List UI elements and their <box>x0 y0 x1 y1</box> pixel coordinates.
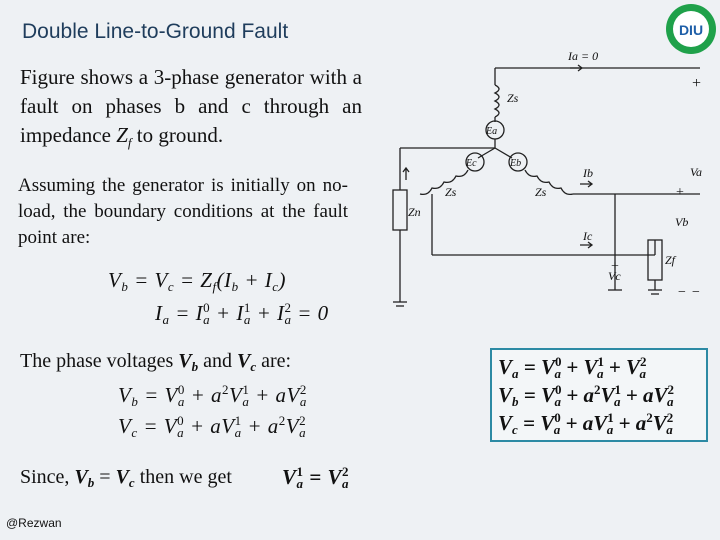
zn-label: Zn <box>408 205 421 219</box>
ib-label: Ib <box>582 166 593 180</box>
zs-c-label: Zs <box>445 185 457 199</box>
plus-a: + <box>692 75 701 92</box>
page-title: Double Line-to-Ground Fault <box>22 20 289 43</box>
vc-eq: Vc = V0a + aV1a + a2V2a <box>118 413 307 440</box>
vb-eq: Vb = V0a + a2V1a + aV2a <box>118 382 307 409</box>
boundary-eq-1: Vb = Vc = Zf(Ib + Ic) <box>108 268 287 294</box>
ea-label: Ea <box>485 126 497 137</box>
result-eq: V1a = V2a <box>282 464 349 491</box>
eb-label: Eb <box>509 158 521 169</box>
fault-circuit-diagram: Ia = 0 Zs Ea Ec Eb Zs Zs Zn Ib Ic Va Vb … <box>392 49 702 307</box>
phase-voltages-label: The phase voltages Vb and Vc are: <box>20 350 292 374</box>
ic-label: Ic <box>582 229 593 243</box>
va-eq: Va = V0a + V1a + V2a <box>498 354 647 381</box>
symmetrical-components-box: Va = V0a + V1a + V2a Vb = V0a + a2V1a + … <box>490 348 708 442</box>
plus-b: + <box>676 185 684 200</box>
vc-box-eq: Vc = V0a + aV1a + a2V2a <box>498 410 674 437</box>
ia-label: Ia = 0 <box>567 49 598 63</box>
ec-label: Ec <box>465 158 477 169</box>
university-logo: DIU <box>666 4 716 54</box>
va-label: Va <box>690 165 702 179</box>
vb-label: Vb <box>675 215 688 229</box>
vc-label: Vc <box>608 269 621 283</box>
logo-text: DIU <box>679 22 703 38</box>
minus-2: − <box>692 285 700 300</box>
zs-b-label: Zs <box>535 185 547 199</box>
plus-c: + <box>611 259 619 274</box>
zf-label: Zf <box>665 253 677 267</box>
zs-a-label: Zs <box>507 91 519 105</box>
intro-text: Figure shows a 3-phase generator with a … <box>20 65 362 151</box>
boundary-eq-2: Ia = I0a + I1a + I2a = 0 <box>155 300 329 327</box>
minus-1: − <box>678 285 686 300</box>
assumption-text: Assuming the generator is initially on n… <box>18 175 348 248</box>
since-label: Since, Vb = Vc then we get <box>20 466 232 490</box>
vb-box-eq: Vb = V0a + a2V1a + aV2a <box>498 382 674 409</box>
footer-credit: @Rezwan <box>6 516 62 530</box>
